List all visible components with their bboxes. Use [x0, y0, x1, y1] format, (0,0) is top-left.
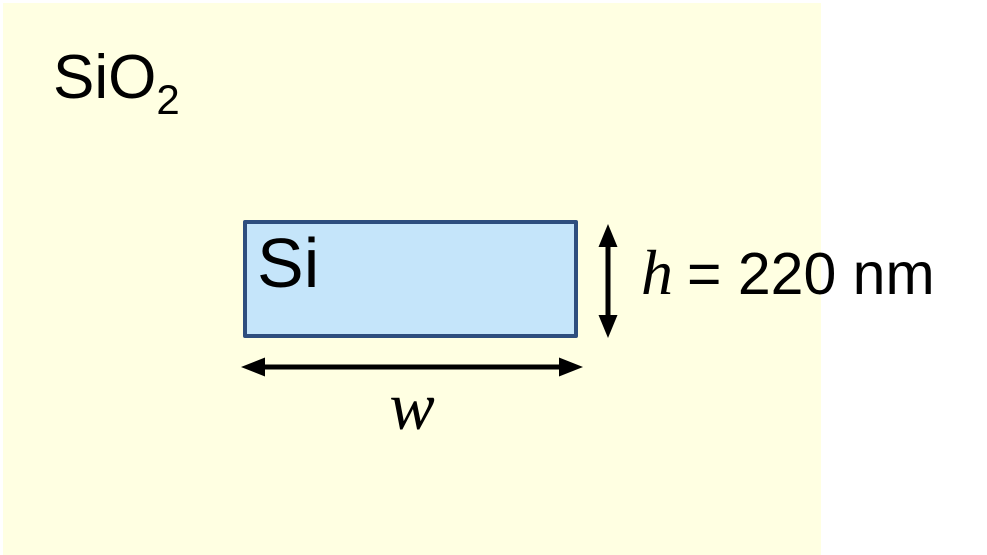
cladding-label-subscript: 2 [156, 75, 180, 123]
cladding-label: SiO2 [53, 43, 180, 123]
width-label: w [389, 368, 435, 444]
silicon-core-rect: Si [243, 220, 578, 338]
height-value: = 220 nm [687, 241, 935, 307]
core-label: Si [257, 224, 320, 302]
height-symbol: h [641, 237, 673, 308]
cladding-label-base: SiO [53, 43, 157, 112]
width-dimension-arrow-icon [241, 357, 583, 377]
height-label: h = 220 nm [641, 237, 935, 309]
height-dimension-arrow-icon [598, 224, 618, 338]
